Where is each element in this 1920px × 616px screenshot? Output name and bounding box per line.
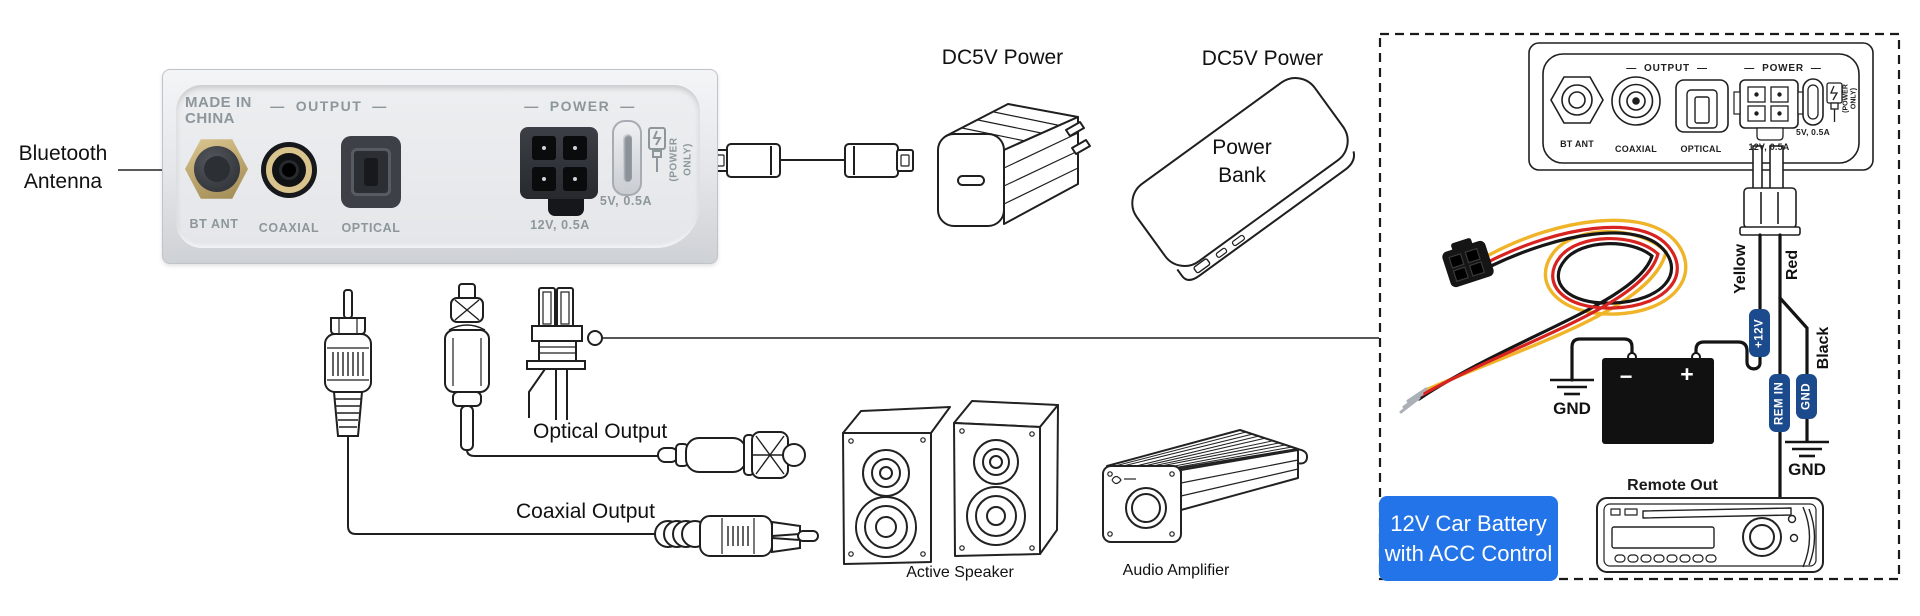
power-section-header: — POWER — (524, 98, 636, 114)
remote-out-label: Remote Out (1627, 477, 1718, 494)
dc-power-port-icon (520, 127, 598, 199)
dc-power-port-tab (548, 199, 584, 216)
bluetooth-antenna-callout: Bluetooth Antenna (8, 140, 118, 196)
dc-power-plug-icon (526, 287, 1379, 420)
dash: — (1696, 63, 1708, 74)
mini-output-header: — OUTPUT — (1626, 63, 1708, 74)
mini-coaxial-label: COAXIAL (1615, 144, 1657, 154)
gnd-badge: GND (1796, 374, 1817, 419)
mini-optical-label: OPTICAL (1680, 144, 1722, 154)
battery-minus-symbol: − (1619, 364, 1633, 389)
black-wire-label: Black (1815, 326, 1832, 370)
audio-amplifier-label: Audio Amplifier (1122, 562, 1230, 579)
ground-symbol-icon (1550, 378, 1594, 396)
coaxial-cable-connector-icon (654, 515, 819, 557)
mini-power-only-label: (POWER (1842, 84, 1850, 113)
dash: — (524, 98, 540, 114)
mini-dc-12v-label: 12V, 0.5A (1748, 142, 1790, 152)
mini-power-header: — POWER — (1744, 63, 1822, 74)
dash: — (270, 98, 286, 114)
output-section-header: — OUTPUT — (270, 98, 388, 114)
bt-ant-port-icon (185, 139, 248, 199)
dash: — (1810, 63, 1822, 74)
wall-charger-icon (937, 103, 1091, 227)
dash: — (372, 98, 388, 114)
mini-device-panel (1528, 42, 1874, 171)
car-wiring (1550, 145, 1829, 499)
optical-output-label: Optical Output (533, 420, 668, 443)
car-stereo-icon (1596, 497, 1824, 573)
mini-coaxial-port-icon (1611, 76, 1661, 126)
mini-dc-port-icon (1733, 79, 1805, 141)
active-speaker-icon (842, 400, 1059, 565)
power-only-label: ONLY) (682, 143, 694, 176)
yellow-wire (1694, 340, 1762, 371)
optical-label: OPTICAL (341, 221, 401, 235)
audio-amplifier-icon (1102, 429, 1309, 543)
bluetooth-antenna-label: Bluetooth (18, 142, 108, 165)
dash: — (1626, 63, 1638, 74)
battery-plus-symbol: + (1680, 361, 1694, 387)
ground-label: GND (1553, 399, 1591, 418)
ground-symbol-icon (1785, 440, 1829, 458)
red-wire-label: Red (1784, 249, 1801, 281)
dash: — (620, 98, 636, 114)
coaxial-output-label: Coaxial Output (516, 500, 655, 523)
charger-callout-label: DC5V Power (941, 46, 1064, 69)
usbc-port-icon (612, 120, 642, 196)
ground-label: GND (1788, 460, 1826, 479)
black-wire (1778, 296, 1809, 443)
mini-bt-ant-label: BT ANT (1560, 139, 1594, 149)
car-panel-border (1378, 32, 1901, 581)
made-in-china-label: MADE IN CHINA (185, 94, 252, 127)
optical-cable-connector-icon (657, 431, 806, 479)
usb-5v-label: 5V, 0.5A (599, 194, 653, 208)
optical-plug-icon (444, 283, 662, 457)
car-battery-note: 12V Car Battery with ACC Control (1379, 496, 1558, 581)
powerbank-callout-label: DC5V Power (1201, 47, 1324, 70)
mini-usbc-port-icon (1802, 78, 1824, 126)
plus-12v-badge: +12V (1749, 309, 1770, 357)
power-only-label: (POWER (668, 137, 680, 182)
powerbank-text: Power Bank (1212, 136, 1272, 187)
bt-ant-label: BT ANT (189, 217, 239, 231)
mini-power-only-label: ONLY) (1850, 87, 1858, 110)
bluetooth-antenna-label: Antenna (23, 170, 103, 193)
optical-port-icon (341, 136, 401, 208)
mini-usb-power-icon (1826, 82, 1843, 122)
yellow-wire-label: Yellow (1732, 244, 1749, 294)
dash: — (1744, 63, 1756, 74)
battery-ground-wire (1570, 337, 1634, 382)
coaxial-port-icon (261, 142, 317, 198)
usb-power-icon (648, 127, 666, 172)
power-bank-icon (1131, 77, 1355, 281)
coaxial-plug-icon (324, 289, 660, 535)
wire-stub (1752, 145, 1763, 191)
mini-optical-port-icon (1675, 79, 1729, 133)
wire-stub (1769, 145, 1784, 191)
wire-harness-icon (1399, 218, 1688, 414)
dc-12v-label: 12V, 0.5A (530, 218, 590, 232)
mini-usb-5v-label: 5V, 0.5A (1796, 127, 1830, 137)
car-battery-icon (1602, 358, 1714, 444)
active-speaker-label: Active Speaker (906, 564, 1014, 581)
usb-cable-icon (711, 143, 914, 178)
harness-plug-icon (1743, 187, 1797, 229)
coaxial-label: COAXIAL (258, 221, 320, 235)
rem-in-badge: REM IN (1769, 374, 1790, 432)
